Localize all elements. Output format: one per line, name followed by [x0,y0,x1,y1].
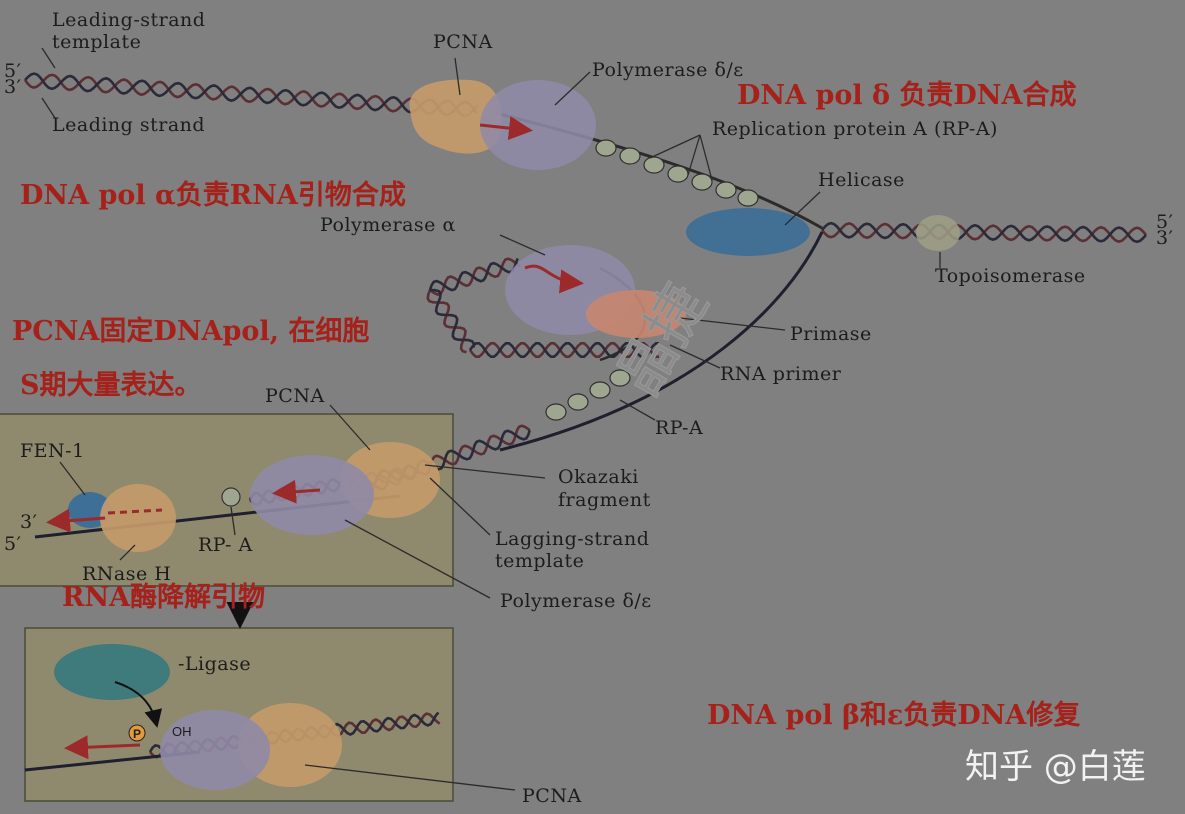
leader-fen1 [59,461,86,496]
label-oh: OH [172,724,192,739]
polymerase-bottom-shape [160,710,270,790]
label-three-prime-r: 3′ [1156,227,1173,249]
label-pol-delta-bottom: Polymerase δ/ε [500,590,652,612]
leader-okazaki [424,464,546,479]
lagging-template-strand [499,231,824,452]
annotation-pcna-2: S期大量表达。 [20,370,202,401]
label-fen1: FEN-1 [20,440,85,462]
label-pol-delta-top: Polymerase δ/ε [592,59,744,81]
label-okazaki-2: fragment [558,489,651,511]
rpa-bead [667,165,689,183]
okazaki-synthesis-arrow [272,479,321,504]
leader-leading-strand [41,97,56,119]
label-pcna-mid: PCNA [265,385,325,407]
annotation-rnase: RNA酶降解引物 [62,582,265,613]
rpa-bead [545,403,567,421]
leader-rpa-top-b [687,134,701,176]
zhihu-watermark: 知乎 @白莲 [965,747,1146,787]
helix-parental [820,221,1147,244]
label-three-prime-l: 3′ [20,511,37,533]
rpa-bead [737,189,759,207]
label-rna-primer: RNA primer [720,363,842,385]
pcna-top-shape [409,79,502,154]
rnase-h-shape [100,484,176,552]
leader-pcna-top [454,57,461,96]
leader-pol-delta-top [554,71,591,106]
annotation-pol-beta: DNA pol β和ε负责DNA修复 [707,700,1081,731]
leader-rpa-top-a [649,134,701,159]
annotation-pol-alpha: DNA pol α负责RNA引物合成 [20,179,406,211]
polymerase-delta-top-shape [480,80,596,170]
label-lagging-template-2: template [495,550,584,572]
leader-rna-primer [669,344,721,369]
leader-pol-delta-bottom [344,519,491,599]
helix-loop-left [426,288,476,354]
ligation-direction-arrow [64,735,141,760]
polymerase-delta-bottom-shape [250,455,374,535]
label-pcna-top: PCNA [433,31,493,53]
label-five-prime-l: 5′ [4,533,21,555]
label-three-prime-tl: 3′ [4,76,21,98]
leader-leading-template [41,47,56,69]
label-p: P [133,727,141,741]
helix-leading [23,72,479,118]
leader-helicase [784,191,821,226]
label-rpa-top: Replication protein A (RP-A) [712,118,998,140]
rpa-bead [643,156,665,174]
label-rpa-mid: RP-A [655,417,703,439]
annotation-pol-delta: DNA pol δ 负责DNA合成 [737,79,1076,111]
rnase-degradation-arrow [46,508,106,533]
label-leading-strand: Leading strand [52,114,205,136]
label-ligase: -Ligase [178,653,251,675]
leader-primase [679,317,786,331]
leader-rnase-h [119,544,136,561]
label-rnase-h: RNase H [82,563,171,585]
primase-shape [586,290,686,338]
leader-lagging-template [429,477,491,536]
rpa-beads [545,139,759,421]
label-okazaki-1: Okazaki [558,466,639,488]
topoisomerase-shape [916,215,960,251]
helicase-shape [686,208,810,256]
label-leading-template-2: template [52,31,141,53]
rpa-bead [567,393,589,411]
primer-synthesis-arrow [524,264,584,294]
rpa-box-bead [221,487,241,507]
phosphate-circle [128,724,146,742]
leader-pol-alpha [499,234,546,256]
leader-pcna-mid [329,404,371,451]
label-lagging-template-1: Lagging-strand [495,528,649,550]
ligase-action-arrow [114,681,163,728]
label-primase: Primase [790,323,872,345]
label-topoisomerase: Topoisomerase [935,265,1086,287]
ligase-shape [54,644,170,700]
rpa-bead [609,369,631,387]
rpa-bead [589,381,611,399]
leader-pcna-bottom [304,764,516,791]
label-five-prime-r: 5′ [1156,211,1173,233]
label-rpa-box: RP- A [198,534,253,556]
leading-synthesis-arrow [479,116,533,141]
rpa-bead [595,139,617,157]
primer-dashes [107,508,163,515]
annotation-pcna-1: PCNA固定DNApol, 在细胞 [12,315,369,347]
label-leading-template-1: Leading-strand [52,9,205,31]
leader-rpa-mid [619,399,656,421]
label-five-prime-tl: 5′ [4,60,21,82]
label-pol-alpha: Polymerase α [320,214,456,236]
helix-loop-top [428,257,521,296]
label-helicase: Helicase [818,169,905,191]
label-pcna-bottom: PCNA [522,785,582,807]
leader-rpa-top-c [699,134,713,181]
rpa-bead [619,147,641,165]
leader-rpa-box [230,506,236,536]
rpa-bead [715,181,737,199]
helix-loop-bottom [468,342,659,358]
rpa-bead [691,173,713,191]
